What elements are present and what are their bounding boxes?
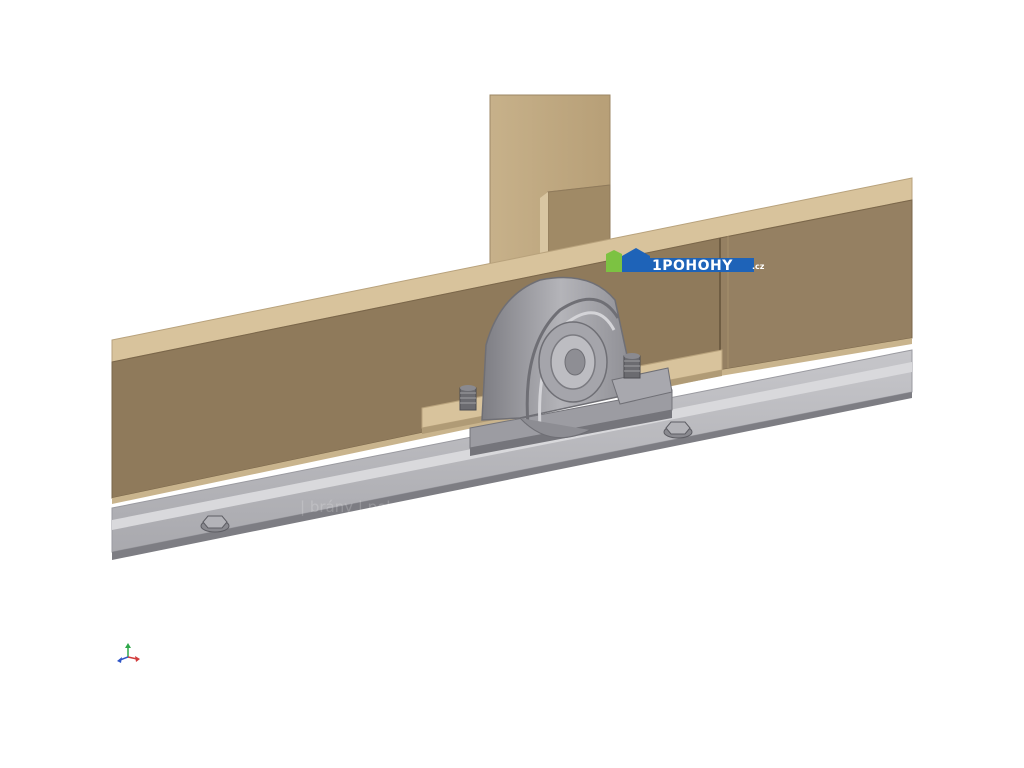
watermark: | brány | pohony | autobrány | závory | bbox=[300, 498, 590, 516]
wheel-bearing-unit bbox=[469, 276, 673, 456]
logo-brand-text: 1POHOHY bbox=[652, 258, 733, 274]
logo-house-blue-icon bbox=[622, 248, 650, 272]
logo-domain-suffix: .cz bbox=[752, 262, 765, 271]
rail-bolt-left bbox=[200, 515, 230, 533]
axis-triad-icon bbox=[117, 643, 140, 663]
housing-stud-left bbox=[459, 385, 477, 411]
brand-logo: 1POHOHY .cz bbox=[606, 248, 765, 274]
watermark-text: | brány | pohony | autobrány | závory | bbox=[300, 498, 590, 516]
logo-house-green-icon bbox=[606, 250, 622, 272]
housing-stud-right bbox=[623, 353, 641, 379]
rail-bolt-right bbox=[663, 421, 693, 439]
